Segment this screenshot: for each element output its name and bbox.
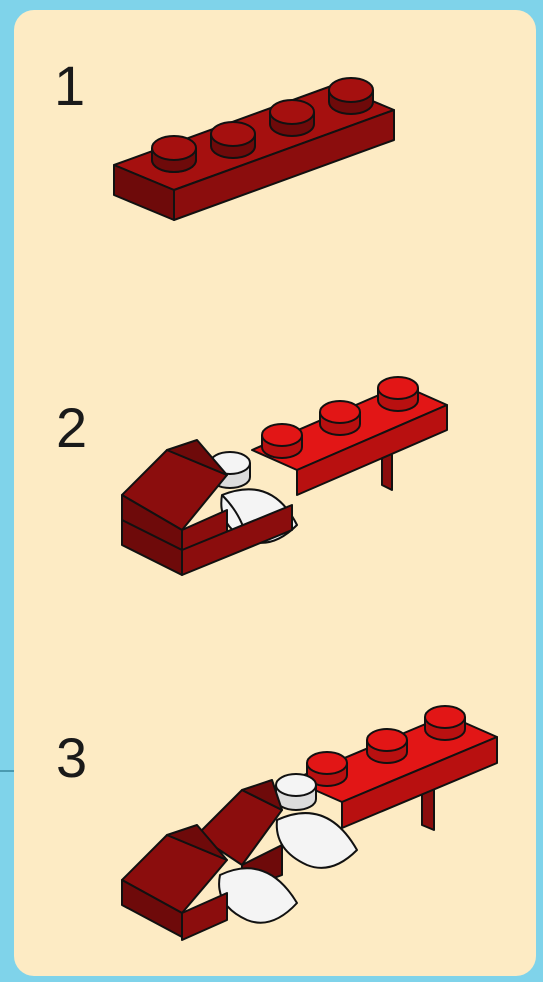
- step-2-number: 2: [56, 400, 87, 456]
- side-marker: [0, 770, 14, 772]
- step-2: 2: [14, 310, 536, 630]
- step-1: 1: [14, 10, 536, 310]
- step-1-brick-illustration: [104, 60, 404, 260]
- step-3-brick-illustration: [102, 685, 522, 955]
- step-1-number: 1: [54, 58, 85, 114]
- step-3-number: 3: [56, 730, 87, 786]
- step-2-brick-illustration: [102, 355, 462, 595]
- instruction-panel: 1: [14, 10, 536, 976]
- step-3: 3: [14, 630, 536, 976]
- stud: [152, 136, 196, 172]
